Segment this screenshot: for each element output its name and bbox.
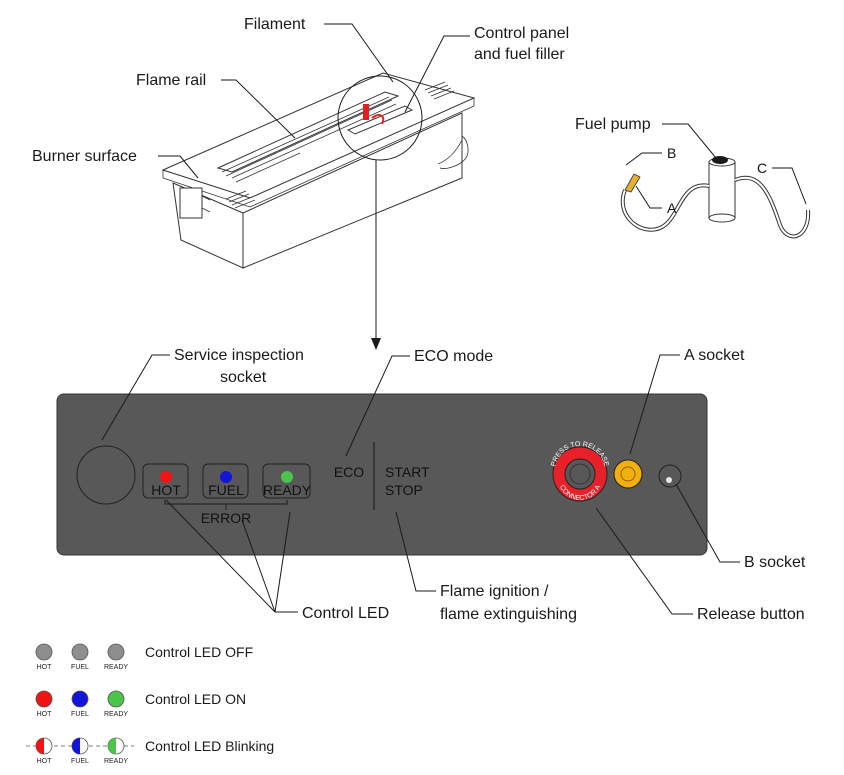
panel-fuel-label: FUEL bbox=[208, 482, 244, 498]
led-fuel-icon bbox=[220, 471, 232, 483]
label-control-panel-2: and fuel filler bbox=[474, 46, 565, 63]
led-hot-button: HOT bbox=[142, 463, 189, 499]
panel-hot-label: HOT bbox=[151, 482, 181, 498]
led-ready-icon bbox=[281, 471, 293, 483]
led-blink-ready-icon bbox=[107, 737, 125, 755]
label-flame-2: flame extinguishing bbox=[440, 606, 577, 623]
label-control-panel-1: Control panel bbox=[474, 25, 569, 42]
label-control-led: Control LED bbox=[302, 605, 389, 622]
led-blink-fuel-icon bbox=[71, 737, 89, 755]
legend-off-ready: READY bbox=[104, 664, 128, 671]
legend-blink-fuel: FUEL bbox=[71, 758, 89, 765]
legend-off-label: Control LED OFF bbox=[145, 644, 253, 660]
legend-on-hot: HOT bbox=[37, 711, 53, 718]
burner-unit-drawing bbox=[161, 72, 476, 350]
label-eco-mode: ECO mode bbox=[414, 348, 493, 365]
control-panel: HOT FUEL READY ERROR ECO START STOP PRES… bbox=[56, 393, 708, 556]
panel-callouts: Service inspection socket ECO mode A soc… bbox=[101, 347, 806, 623]
b-socket[interactable] bbox=[658, 464, 682, 488]
label-fuel-pump: Fuel pump bbox=[575, 116, 651, 133]
legend-on-fuel: FUEL bbox=[71, 711, 89, 718]
label-pump-b: B bbox=[667, 145, 676, 161]
service-inspection-socket[interactable] bbox=[76, 445, 136, 505]
top-callouts: Filament Control panel and fuel filler F… bbox=[32, 16, 569, 179]
led-on-fuel-icon bbox=[71, 690, 89, 708]
legend-on-row: HOT FUEL READY Control LED ON bbox=[35, 690, 246, 718]
label-burner-surface: Burner surface bbox=[32, 148, 137, 165]
label-service-2: socket bbox=[220, 369, 267, 386]
legend-off-fuel: FUEL bbox=[71, 664, 89, 671]
led-off-hot-icon bbox=[35, 643, 53, 661]
legend-blink-row: HOT FUEL READY Control LED Blinking bbox=[26, 737, 274, 765]
fuel-pump-drawing: Fuel pump B A C bbox=[575, 116, 811, 239]
label-filament: Filament bbox=[244, 16, 306, 33]
led-on-ready-icon bbox=[107, 690, 125, 708]
panel-start-label[interactable]: START bbox=[385, 464, 430, 480]
legend-off-row: HOT FUEL READY Control LED OFF bbox=[35, 643, 253, 671]
panel-stop-label[interactable]: STOP bbox=[385, 482, 423, 498]
led-off-fuel-icon bbox=[71, 643, 89, 661]
led-ready-button: READY bbox=[262, 463, 312, 499]
led-blink-hot-icon bbox=[35, 737, 53, 755]
led-off-ready-icon bbox=[107, 643, 125, 661]
release-button[interactable]: PRESS TO RELEASE CONNECTOR A bbox=[550, 441, 609, 502]
label-flame-rail: Flame rail bbox=[136, 72, 206, 89]
legend-off-hot: HOT bbox=[37, 664, 53, 671]
label-flame-1: Flame ignition / bbox=[440, 583, 549, 600]
legend-on-label: Control LED ON bbox=[145, 691, 246, 707]
legend-on-ready: READY bbox=[104, 711, 128, 718]
legend-blink-hot: HOT bbox=[37, 758, 53, 765]
panel-eco-button[interactable]: ECO bbox=[334, 464, 364, 480]
legend: HOT FUEL READY Control LED OFF HOT FUEL … bbox=[26, 643, 274, 765]
a-socket[interactable] bbox=[613, 459, 643, 489]
label-service-1: Service inspection bbox=[174, 347, 304, 364]
label-release-button: Release button bbox=[697, 606, 805, 623]
label-a-socket: A socket bbox=[684, 347, 745, 364]
label-pump-c: C bbox=[757, 160, 767, 176]
led-hot-icon bbox=[160, 471, 172, 483]
led-on-hot-icon bbox=[35, 690, 53, 708]
legend-blink-label: Control LED Blinking bbox=[145, 738, 274, 754]
label-pump-a: A bbox=[667, 200, 677, 216]
legend-blink-ready: READY bbox=[104, 758, 128, 765]
panel-ready-label: READY bbox=[263, 482, 312, 498]
panel-error-label: ERROR bbox=[201, 510, 252, 526]
label-b-socket: B socket bbox=[744, 554, 806, 571]
led-fuel-button: FUEL bbox=[202, 463, 249, 499]
